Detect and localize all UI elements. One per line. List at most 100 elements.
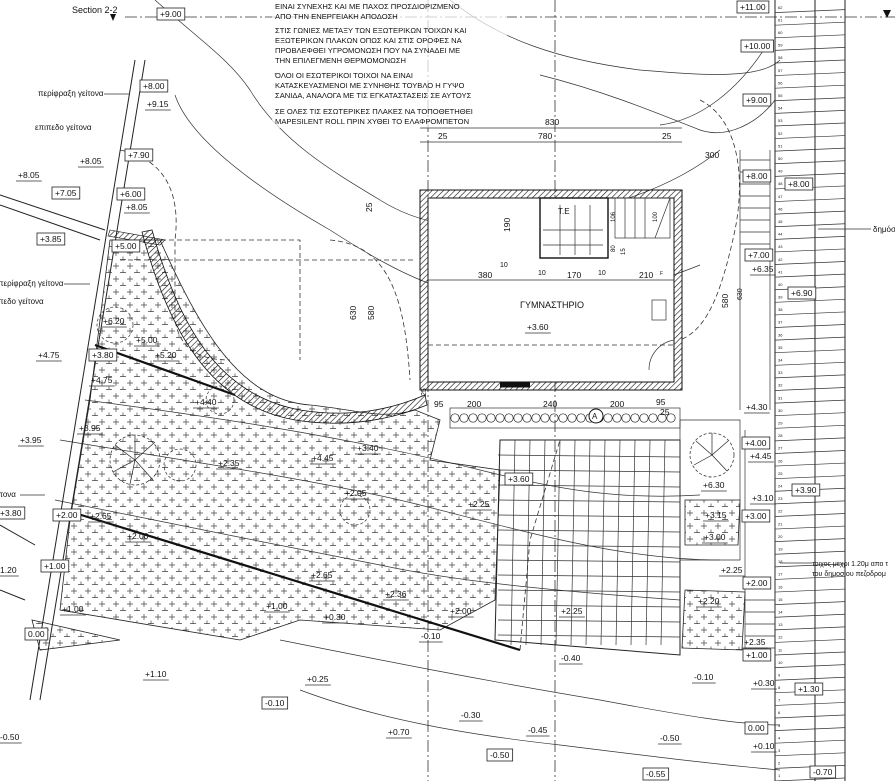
stair-step-number: 49 [778,169,783,174]
stair-step-line [774,601,846,605]
level-box-frame [24,627,49,641]
level-box-frame [0,506,26,520]
stone-icon [657,413,667,423]
dimension: 580 [366,306,376,320]
paving-joint [570,439,576,646]
level-box-frame [741,509,771,523]
stair-step-number: 1 [778,773,781,778]
stair-step-number: 57 [778,68,783,73]
stair-step-line [774,399,846,404]
stair-step-line [774,374,846,379]
spot-level: -0.50 [0,732,20,742]
neighbor-fence-label: περίφραξη γείτονα [38,89,104,98]
level-box: +3.80 [92,350,114,360]
level-box: +11.00 [740,2,766,12]
note-line: ΚΑΤΑΣΚΕΥΑΣΜΕΝΟΙ ΜΕ ΣΥΝΗΘΗΣ ΤΟΥΒΛΟ Η ΓΥΨΟ [275,81,464,90]
spot-level: +4.30 [746,402,768,412]
stair-step-number: 8 [778,685,781,690]
level-box: +8.00 [143,81,165,91]
stair-step-number: 9 [778,672,781,677]
level-box: 0.00 [28,629,45,639]
note-line: ΣΑΝΙΔΑ, ΑΝΑΛΟΓΑ ΜΕ ΤΙΣ ΕΓΚΑΤΑΣΤΑΣΕΙΣ ΣΕ … [275,91,472,100]
stair-step-number: 10 [778,660,783,665]
stair-step-line [774,450,846,454]
stair-step-line [774,198,846,202]
level-box: -0.50 [490,750,510,760]
stair-step-line [774,298,846,303]
stair-step-number: 32 [778,383,783,388]
spot-level: +1.00 [62,604,84,614]
dimension: 200 [467,399,481,409]
stair-step-line [774,525,846,530]
spot-levels: +9.15 +8.05 +8.05 +8.05 +4.75 +3.95 +3.6… [0,99,777,753]
stair-step-line [774,248,846,253]
spot-level: +3.95 [20,435,42,445]
stair-step-line [774,538,846,543]
stair-step-number: 36 [778,332,783,337]
paving-joint [497,619,681,623]
level-box: +5.00 [115,241,137,251]
spot-level: +2.65 [311,570,333,580]
stair-step-number: 20 [778,534,783,539]
level-box-frame [124,148,154,162]
level-box: +3.60 [508,474,530,484]
stair-step-line [774,702,846,706]
shrub-icon [96,306,134,344]
level-box: +7.05 [55,188,77,198]
stone-icon [531,413,541,423]
stone-icon [648,413,658,423]
level-box-frame [52,508,82,522]
level-box-frame [742,169,772,183]
level-box: +3.80 [0,508,22,518]
level-box-frame [486,748,514,762]
spot-level: +2.25 [721,565,743,575]
dimension: 630 [348,306,358,320]
paving-joint [497,634,681,638]
spot-level: +2.35 [218,458,240,468]
dimension: 170 [567,270,581,280]
stair-step-number: 48 [778,181,783,186]
stair-step-number: 35 [778,345,783,350]
paving-joint [497,454,681,458]
stone-icon [504,413,514,423]
stair-step-line [774,47,846,51]
level-box-frame [791,483,821,497]
stair-step-line [774,97,846,102]
stair-step-line [774,361,846,366]
neighbor-level-label: επιπεδο γείτονα [35,123,92,132]
note-line: ΑΠΟ ΤΗΝ ΕΝΕΡΓΕΙΑΚΗ ΑΠΟΔΟΣΗ [275,12,398,21]
stone-icon [486,413,496,423]
spot-level: +3.60 [527,322,549,332]
stone-icon [603,413,613,423]
stair-step-line [774,727,846,731]
paving-joint [510,439,516,646]
stone-icon [549,413,559,423]
stair-step-line [774,110,846,114]
dimension-labels: 830 780 25 25 300 25 630 580 190 380 170… [348,117,744,417]
section-marker-icon [110,14,116,21]
stair-step-number: 27 [778,446,783,451]
level-box-frame [794,682,824,696]
level-box-frame [784,177,814,191]
stair-step-number: 11 [778,647,783,652]
stair-step-line [774,72,846,76]
stair-step-number: 2 [778,761,781,766]
stair-step-line [774,210,846,215]
stair-step-number: 19 [778,546,783,551]
spot-level: +6.30 [703,480,725,490]
level-box: +3.85 [40,234,62,244]
stone-icon [558,413,568,423]
stair-step-number: 12 [778,635,783,640]
stair-step-line [774,613,846,618]
spot-level: +4.75 [91,375,113,385]
stair-step-number: 29 [778,421,783,426]
paving-joint [645,439,651,646]
stair-step-number: 45 [778,219,783,224]
stair-step-line [774,273,846,278]
spot-level: +0.25 [307,674,329,684]
stone-icon [450,413,460,423]
stone-icon [630,413,640,423]
marker-a-icon [588,408,604,424]
stair-step-line [774,9,846,13]
